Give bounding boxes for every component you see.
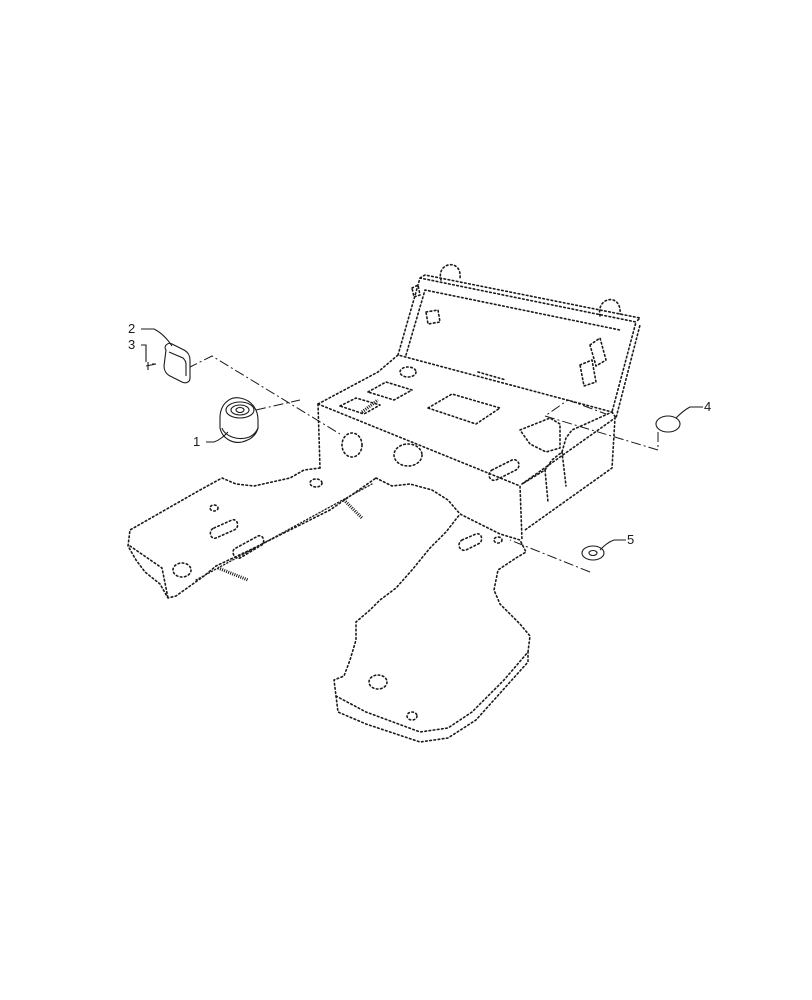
right-plate-slot: [458, 532, 483, 552]
deck-slot-4: [477, 371, 507, 381]
centerline-2-to-frame: [187, 355, 341, 435]
leader-3: [141, 344, 147, 362]
screw-shape: [145, 362, 157, 370]
centerline-1-to-frame: [255, 399, 301, 411]
right-floor-plate-edge: [335, 651, 529, 743]
deck-opening-slot-1: [367, 381, 413, 401]
left-floor-plate: [127, 467, 377, 599]
back-panel-outline: [397, 274, 641, 419]
grommet-inner: [588, 549, 598, 557]
deck-hole-3: [341, 432, 363, 458]
cover-plate-shape: [163, 342, 191, 384]
lifting-ring-right: [598, 298, 621, 317]
knob-base: [221, 427, 259, 440]
callout-3[interactable]: 3: [128, 337, 135, 352]
leader-4: [675, 406, 703, 419]
right-plate-hole-2: [406, 711, 418, 721]
leader-5: [599, 539, 626, 551]
deck-hole-2: [393, 443, 423, 467]
hinge-detail-right: [579, 337, 607, 387]
left-floor-plate-edge: [129, 545, 169, 599]
callout-4[interactable]: 4: [704, 399, 711, 414]
deck-slot-3: [488, 458, 520, 482]
knob-ring-1: [225, 401, 255, 419]
spring-3: [217, 566, 249, 582]
right-floor-plate: [333, 477, 531, 733]
left-plate-slot-1: [209, 518, 239, 540]
bracket-right: [519, 417, 561, 453]
callout-2[interactable]: 2: [128, 321, 135, 336]
right-plate-hole-3: [493, 536, 503, 544]
left-plate-hole-1: [172, 562, 192, 578]
deck-top-outline: [317, 354, 613, 485]
callout-5[interactable]: 5: [627, 532, 634, 547]
callout-1[interactable]: 1: [193, 434, 200, 449]
deck-hole-1: [399, 366, 417, 378]
part-4-plug[interactable]: [655, 415, 681, 433]
hinge-detail-left: [411, 284, 441, 325]
part-5-grommet[interactable]: [581, 545, 605, 561]
deck-right-wall: [521, 417, 616, 531]
knob-ring-3: [235, 406, 245, 414]
right-plate-hole-1: [368, 674, 388, 690]
center-lines: [187, 355, 659, 573]
callouts: 2 3 1 4 5: [128, 321, 711, 551]
grommet-outer: [581, 545, 605, 561]
centerline-4-to-frame: [543, 399, 659, 451]
cover-plate-inner: [168, 351, 187, 376]
frame-assembly: [127, 263, 641, 743]
back-panel-inner: [405, 289, 621, 356]
deck-opening-slot-2: [339, 397, 381, 415]
centerline-5-to-frame: [509, 539, 591, 573]
edge-rivets: [195, 483, 373, 581]
spring-2: [342, 498, 364, 520]
left-plate-hole-3: [209, 504, 219, 512]
left-plate-slot-2: [232, 534, 265, 560]
deck-front-edge: [317, 403, 523, 541]
leader-2: [141, 328, 173, 347]
part-3-screw[interactable]: [145, 362, 157, 370]
leader-1: [206, 431, 229, 443]
part-2-cover-plate[interactable]: [163, 342, 191, 384]
lifting-ring-left: [439, 263, 461, 281]
part-1-knob[interactable]: [219, 397, 259, 443]
deck-opening-center: [427, 393, 501, 425]
plug-shape: [655, 415, 681, 433]
left-plate-hole-2: [309, 478, 323, 488]
knob-ring-2: [230, 404, 250, 416]
deck-right-wall-inner: [544, 451, 567, 503]
